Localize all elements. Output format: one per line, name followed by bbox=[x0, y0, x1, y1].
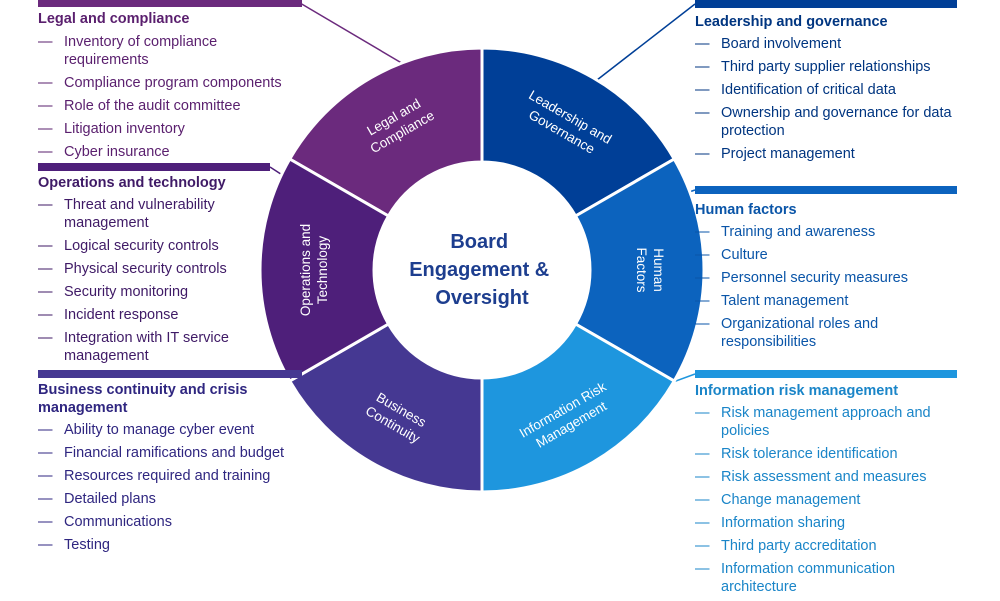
list-item: Project management bbox=[695, 145, 957, 163]
item-list: Inventory of compliance requirementsComp… bbox=[38, 33, 302, 161]
list-item: Role of the audit committee bbox=[38, 97, 302, 115]
list-item: Personnel security measures bbox=[695, 269, 957, 287]
list-item: Risk assessment and measures bbox=[695, 468, 957, 486]
list-item: Integration with IT service management bbox=[38, 329, 302, 365]
list-item: Cyber insurance bbox=[38, 143, 302, 161]
panel-bar bbox=[695, 370, 957, 378]
list-item: Communications bbox=[38, 513, 302, 531]
list-item: Culture bbox=[695, 246, 957, 264]
list-item: Talent management bbox=[695, 292, 957, 310]
panel-leadership-governance: Leadership and governance Board involvem… bbox=[695, 0, 957, 168]
list-item: Financial ramifications and budget bbox=[38, 444, 302, 462]
list-item: Litigation inventory bbox=[38, 120, 302, 138]
list-item: Ability to manage cyber event bbox=[38, 421, 302, 439]
list-item: Identification of critical data bbox=[695, 81, 957, 99]
center-circle bbox=[374, 162, 590, 378]
list-item: Detailed plans bbox=[38, 490, 302, 508]
connector-leadership bbox=[596, 3, 696, 81]
list-item: Ownership and governance for data protec… bbox=[695, 104, 957, 140]
list-item: Threat and vulnerability management bbox=[38, 196, 302, 232]
list-item: Change management bbox=[695, 491, 957, 509]
panel-information-risk: Information risk management Risk managem… bbox=[695, 370, 957, 601]
item-list: Risk management approach and policiesRis… bbox=[695, 404, 957, 596]
panel-human-factors: Human factors Training and awarenessCult… bbox=[695, 186, 957, 356]
panel-bar bbox=[695, 186, 957, 194]
panel-business-continuity: Business continuity and crisis managemen… bbox=[38, 370, 302, 559]
segment-label-human: HumanFactors bbox=[634, 247, 666, 292]
panel-title: Information risk management bbox=[695, 383, 899, 399]
panel-bar bbox=[38, 0, 302, 7]
panel-operations-technology: Operations and technology Threat and vul… bbox=[38, 163, 302, 370]
panel-legal-compliance: Legal and compliance Inventory of compli… bbox=[38, 0, 302, 166]
panel-title: Operations and technology bbox=[38, 175, 226, 191]
list-item: Testing bbox=[38, 536, 302, 554]
list-item: Third party supplier relationships bbox=[695, 58, 957, 76]
list-item: Information communication architecture bbox=[695, 560, 957, 596]
list-item: Board involvement bbox=[695, 35, 957, 53]
list-item: Compliance program components bbox=[38, 74, 302, 92]
panel-title: Human factors bbox=[695, 202, 797, 218]
list-item: Security monitoring bbox=[38, 283, 302, 301]
item-list: Ability to manage cyber eventFinancial r… bbox=[38, 421, 302, 554]
list-item: Incident response bbox=[38, 306, 302, 324]
item-list: Training and awarenessCulturePersonnel s… bbox=[695, 223, 957, 351]
list-item: Training and awareness bbox=[695, 223, 957, 241]
list-item: Inventory of compliance requirements bbox=[38, 33, 302, 69]
list-item: Organizational roles and responsibilitie… bbox=[695, 315, 957, 351]
panel-title: Legal and compliance bbox=[38, 11, 190, 27]
panel-bar bbox=[38, 163, 270, 171]
list-item: Risk tolerance identification bbox=[695, 445, 957, 463]
list-item: Physical security controls bbox=[38, 260, 302, 278]
center-title: Board Engagement & Oversight bbox=[409, 231, 555, 309]
list-item: Resources required and training bbox=[38, 467, 302, 485]
item-list: Threat and vulnerability managementLogic… bbox=[38, 196, 302, 365]
panel-bar bbox=[695, 0, 957, 8]
item-list: Board involvementThird party supplier re… bbox=[695, 35, 957, 163]
panel-title: Leadership and governance bbox=[695, 14, 888, 30]
list-item: Third party accreditation bbox=[695, 537, 957, 555]
list-item: Risk management approach and policies bbox=[695, 404, 957, 440]
panel-bar bbox=[38, 370, 302, 378]
connector-legal bbox=[299, 2, 406, 66]
panel-title: Business continuity and crisis managemen… bbox=[38, 382, 248, 416]
list-item: Information sharing bbox=[695, 514, 957, 532]
list-item: Logical security controls bbox=[38, 237, 302, 255]
